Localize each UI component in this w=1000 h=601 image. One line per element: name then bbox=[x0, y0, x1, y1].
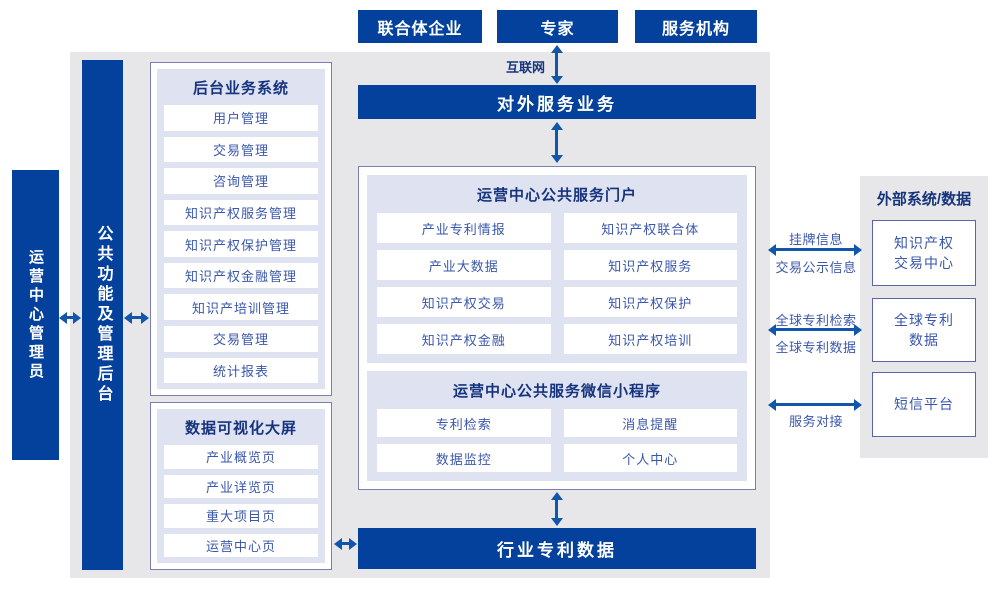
actor-box-expert: 专家 bbox=[497, 10, 618, 43]
dashboard-item-operation-center: 运营中心页 bbox=[164, 533, 318, 557]
actor-box-consortium-enterprise: 联合体企业 bbox=[358, 10, 482, 43]
industry-patent-data-bar: 行业专利数据 bbox=[358, 528, 756, 569]
double-arrow-backend-system-icon bbox=[124, 311, 149, 324]
double-arrow-patent-link-icon bbox=[768, 323, 862, 336]
double-arrow-admin-backend-icon bbox=[59, 311, 81, 324]
mini-item-data-monitor: 数据监控 bbox=[377, 444, 551, 472]
backend-item-ip-training-mgmt: 知识产培训管理 bbox=[164, 294, 318, 320]
backend-item-ip-finance-mgmt: 知识产权金融管理 bbox=[164, 262, 318, 289]
external-systems-panel: 外部系统/数据 知识产权 交易中心 全球专利 数据 短信平台 bbox=[860, 176, 988, 458]
portal-item-ip-trade: 知识产权交易 bbox=[377, 287, 551, 317]
backend-item-stat-report: 统计报表 bbox=[164, 357, 318, 384]
portal-item-ip-finance: 知识产权金融 bbox=[377, 324, 551, 354]
portal-item-ip-consortium: 知识产权联合体 bbox=[563, 213, 737, 243]
operation-center-admin-bar: 运营中心管理员 bbox=[12, 170, 59, 460]
mini-program-title: 运营中心公共服务微信小程序 bbox=[452, 382, 661, 400]
ext-box-sms-platform: 短信平台 bbox=[872, 372, 976, 437]
mini-item-personal-center: 个人中心 bbox=[563, 444, 737, 472]
backend-item-ip-service-mgmt: 知识产权服务管理 bbox=[164, 199, 318, 226]
double-arrow-trade-link-icon bbox=[768, 243, 862, 256]
portal-item-ip-training: 知识产权培训 bbox=[563, 324, 737, 354]
double-arrow-dashboard-data-icon bbox=[334, 537, 357, 550]
double-arrow-internet-icon bbox=[550, 45, 563, 84]
backend-item-ip-protection-mgmt: 知识产权保护管理 bbox=[164, 231, 318, 257]
double-arrow-industry-data-icon bbox=[550, 492, 563, 526]
label-global-patent-search: 全球专利检索 bbox=[775, 313, 857, 328]
portal-title: 运营中心公共服务门户 bbox=[476, 186, 637, 204]
backend-system-panel: 后台业务系统 用户管理 交易管理 咨询管理 知识产权服务管理 知识产权保护管理 … bbox=[150, 62, 332, 396]
external-service-bar: 对外服务业务 bbox=[358, 85, 756, 119]
actor-box-service-agency: 服务机构 bbox=[635, 10, 757, 43]
center-service-container: 运营中心公共服务门户 产业专利情报 知识产权联合体 产业大数据 知识产权服务 知… bbox=[358, 166, 756, 490]
ext-box-ip-trade-center: 知识产权 交易中心 bbox=[872, 220, 976, 286]
mini-item-patent-search: 专利检索 bbox=[377, 409, 551, 437]
backend-item-consult-mgmt: 咨询管理 bbox=[164, 168, 318, 194]
backend-item-trade-mgmt-2: 交易管理 bbox=[164, 325, 318, 352]
double-arrow-service-link-icon bbox=[768, 398, 862, 411]
backend-item-trade-mgmt: 交易管理 bbox=[164, 136, 318, 163]
double-arrow-service-portal-icon bbox=[550, 122, 563, 163]
internet-label: 互联网 bbox=[505, 60, 545, 75]
ext-box-global-patent-data: 全球专利 数据 bbox=[872, 298, 976, 362]
public-function-admin-backend-bar: 公共功能及管理后台 bbox=[82, 60, 123, 570]
portal-item-industry-patent-intel: 产业专利情报 bbox=[377, 213, 551, 243]
backend-system-title: 后台业务系统 bbox=[192, 79, 289, 97]
backend-item-user-mgmt: 用户管理 bbox=[164, 105, 318, 131]
label-trade-public-info: 交易公示信息 bbox=[775, 260, 857, 275]
portal-item-industry-bigdata: 产业大数据 bbox=[377, 250, 551, 280]
data-visualization-panel: 数据可视化大屏 产业概览页 产业详览页 重大项目页 运营中心页 bbox=[150, 402, 332, 570]
dashboard-item-industry-detail: 产业详览页 bbox=[164, 474, 318, 498]
label-service-connection: 服务对接 bbox=[788, 414, 843, 429]
portal-item-ip-protection: 知识产权保护 bbox=[563, 287, 737, 317]
mini-item-message-alert: 消息提醒 bbox=[563, 409, 737, 437]
dashboard-item-industry-overview: 产业概览页 bbox=[164, 445, 318, 469]
portal-item-ip-service: 知识产权服务 bbox=[563, 250, 737, 280]
data-visualization-title: 数据可视化大屏 bbox=[184, 419, 297, 437]
label-listing-info: 挂牌信息 bbox=[788, 232, 843, 247]
external-systems-title: 外部系统/数据 bbox=[876, 191, 972, 208]
label-global-patent-data: 全球专利数据 bbox=[775, 340, 857, 355]
dashboard-item-major-project: 重大项目页 bbox=[164, 504, 318, 528]
